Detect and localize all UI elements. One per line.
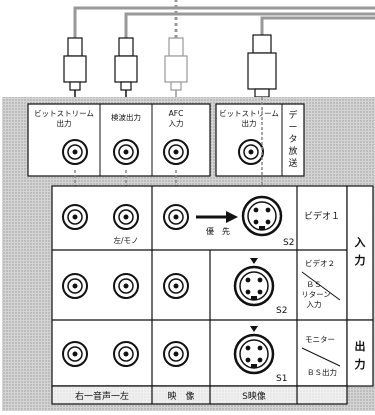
rca-plug-3 <box>164 37 188 97</box>
afc-label-2: 入力 <box>169 118 184 128</box>
video1-label: ビデオ１ <box>304 210 340 222</box>
monitor-divider <box>301 347 341 367</box>
video2-label: ビデオ２ <box>305 258 335 268</box>
bs-return-label-2: リターン <box>301 290 331 299</box>
monitor-label: モニター <box>305 335 335 344</box>
s-video-jack-1 <box>241 195 283 237</box>
s-video-plug <box>247 34 277 98</box>
row2-jack-video <box>163 273 189 299</box>
row2-jack-left <box>62 273 88 299</box>
bitstream-out-right-label-1: ビットストリーム <box>219 109 279 118</box>
priority-arrow <box>196 211 238 223</box>
upper-jack-2 <box>113 139 139 165</box>
svideo-label: S映像 <box>242 390 266 402</box>
row3-jack-left <box>62 341 88 367</box>
row1-jack-left <box>62 204 88 230</box>
input-side-box <box>346 185 374 321</box>
upper-jack-3 <box>163 139 189 165</box>
s2-label-2: S2 <box>276 306 287 316</box>
row1-jack-video <box>163 204 189 230</box>
upper-output-panel-right <box>215 103 305 177</box>
input-label-2: 力 <box>355 253 366 267</box>
priority-label: 優 先 <box>206 226 230 236</box>
bs-return-label-1: ＢＳ <box>307 280 322 289</box>
lr-mono-label: 左/モノ <box>113 235 138 245</box>
bs-return-label-3: 入力 <box>307 299 322 309</box>
rca-plug-2 <box>114 37 138 97</box>
s-video-jack-2 <box>233 265 275 307</box>
upper-jack-4 <box>238 139 264 165</box>
video-label: 映 像 <box>167 390 194 402</box>
row1-jack-right <box>113 204 139 230</box>
cable-bitstream <box>73 6 375 38</box>
s2-marker-triangle <box>250 258 258 264</box>
svg-text:送: 送 <box>288 157 297 169</box>
rca-plug-1 <box>63 37 87 97</box>
audio-label: 右一音声一左 <box>75 390 129 402</box>
data-broadcast-label: デ ー タ 放 送 <box>288 109 297 169</box>
cable-bitstream-right <box>260 16 375 35</box>
output-side-box <box>346 319 374 387</box>
bitstream-out-label-2: 出力 <box>57 118 72 128</box>
video2-divider <box>301 271 341 301</box>
afc-label-1: AFC <box>169 109 184 118</box>
s1-marker-triangle <box>250 326 258 332</box>
bottom-label-strip <box>51 385 348 405</box>
upper-jack-1 <box>62 139 88 165</box>
svg-text:デ: デ <box>288 109 297 121</box>
svg-text:ー: ー <box>288 123 297 133</box>
svg-text:放: 放 <box>288 145 297 157</box>
cable-composite <box>124 12 375 38</box>
s1-label: S1 <box>276 374 287 384</box>
row2-jack-right <box>113 273 139 299</box>
row3-jack-video <box>163 341 189 367</box>
output-label-1: 出 <box>355 339 366 353</box>
input-label-1: 入 <box>355 236 366 249</box>
bs-out-label: ＢＳ出力 <box>307 367 337 377</box>
svg-text:タ: タ <box>288 134 297 145</box>
s2-label-1: S2 <box>283 238 294 248</box>
bitstream-out-label-1: ビットストリーム <box>34 109 94 118</box>
composite-out-label: 検波出力 <box>111 112 141 122</box>
s-video-jack-3 <box>233 333 275 375</box>
bitstream-out-right-label-2: 出力 <box>242 118 257 128</box>
output-label-2: 力 <box>355 357 366 371</box>
cables <box>73 0 375 38</box>
row3-jack-right <box>113 341 139 367</box>
